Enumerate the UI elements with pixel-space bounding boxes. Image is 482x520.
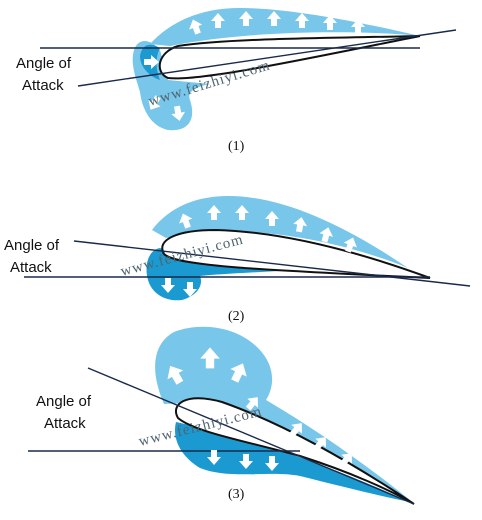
diagram-3-caption: (3) bbox=[228, 487, 245, 502]
diagram-1: Angle of Attack www.feizhiyi.com (1) bbox=[16, 8, 457, 154]
diagram-3: Angle of Attack www.feizhiyi.com (3) bbox=[28, 326, 415, 505]
diagram-1-airfoil bbox=[158, 35, 421, 80]
diagram-2-caption: (2) bbox=[228, 309, 245, 324]
diagram-2-chord-line bbox=[73, 240, 471, 287]
diagram-1-label-line1: Angle of bbox=[16, 55, 72, 72]
diagram-3-chord-line bbox=[87, 367, 415, 505]
diagram-3-label-line2: Attack bbox=[44, 415, 86, 432]
diagram-1-caption: (1) bbox=[228, 139, 245, 154]
diagram-2: Angle of Attack www.feizhiyi.com (2) bbox=[4, 196, 471, 324]
diagram-3-label-line1: Angle of bbox=[36, 393, 92, 410]
diagram-1-label-line2: Attack bbox=[22, 77, 64, 94]
diagram-2-airfoil bbox=[161, 228, 431, 279]
diagram-1-chord-line bbox=[77, 29, 457, 87]
diagram-2-label-line1: Angle of bbox=[4, 237, 60, 254]
diagram-3-lower-pressure bbox=[175, 422, 410, 502]
diagram-2-label-line2: Attack bbox=[10, 259, 52, 276]
